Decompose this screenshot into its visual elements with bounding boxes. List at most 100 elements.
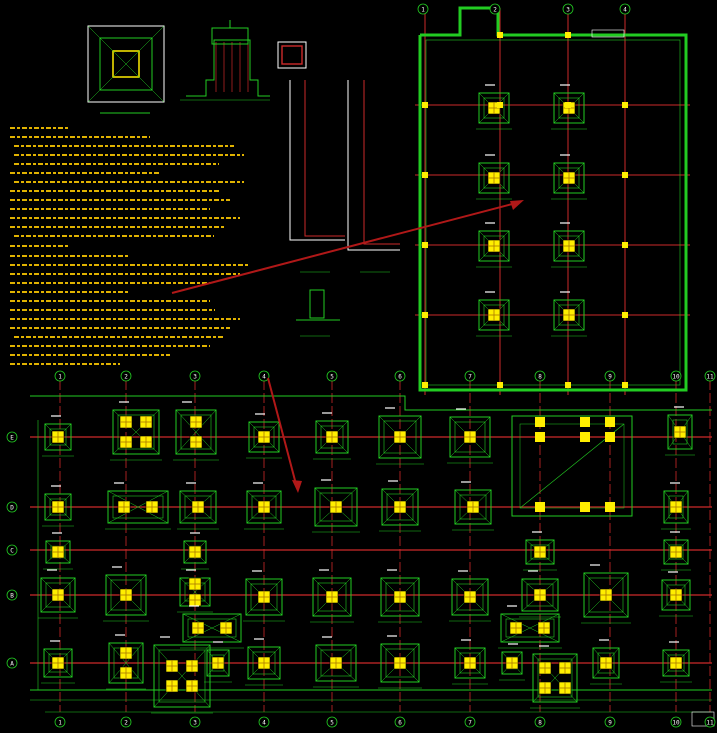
axis-bubble-circle <box>54 370 66 382</box>
axis-bubble-4: 4 <box>258 370 270 382</box>
footing-A11 <box>660 641 692 683</box>
axis-bubble-circle <box>464 370 476 382</box>
footing-outline <box>105 574 147 616</box>
upper-axis-bubble: 2 <box>489 3 501 15</box>
axis-bubble-circle <box>6 589 18 601</box>
footing-E1 <box>42 415 74 457</box>
axis-bubble-5: 5 <box>326 370 338 382</box>
footing-step <box>253 426 275 448</box>
footing-outline <box>501 651 523 675</box>
upper-footing <box>551 154 587 200</box>
footing-E4 <box>246 413 282 459</box>
column-section <box>277 41 307 69</box>
column-pad <box>535 432 545 442</box>
axis-bubble-1: 1 <box>54 370 66 382</box>
footing-step <box>251 495 277 519</box>
footing-E5 <box>313 412 351 460</box>
column-pad <box>580 432 590 442</box>
footing-step <box>483 97 505 119</box>
footing-step <box>558 304 580 326</box>
footing-D5 <box>312 479 360 533</box>
axis-bubble-8: 8 <box>534 370 546 382</box>
footing-step <box>668 544 684 560</box>
axis-bubble-label: 2 <box>124 374 128 381</box>
axis-bubble-circle <box>670 370 682 382</box>
footing-A7 <box>452 639 488 685</box>
upper-wall-column <box>422 242 428 248</box>
axis-bubble-6: 6 <box>394 370 406 382</box>
axis-bubble-7: 7 <box>464 370 476 382</box>
upper-footing <box>476 222 512 268</box>
axis-bubble-label: 7 <box>468 720 472 727</box>
footing-outline <box>40 577 76 613</box>
footing-D2 <box>105 482 171 530</box>
footing-step <box>319 492 353 522</box>
upper-wall-column <box>422 172 428 178</box>
footing-D7 <box>452 481 494 531</box>
footing-step <box>505 618 555 638</box>
upper-wall-column <box>622 172 628 178</box>
footing-outline <box>451 578 489 616</box>
upper-wall-column <box>565 102 571 108</box>
footing-step <box>459 494 487 520</box>
footing-outline <box>381 488 419 526</box>
footing-outline <box>663 539 689 565</box>
axis-bubble-circle <box>704 716 716 728</box>
footing-outline <box>314 487 358 527</box>
axis-bubble-label: 9 <box>608 720 612 727</box>
axis-bubble-10: 10 <box>670 370 682 382</box>
axis-bubble-label: 9 <box>608 374 612 381</box>
column-pad <box>535 502 545 512</box>
axis-bubble-3: 3 <box>189 716 201 728</box>
footing-step <box>454 421 486 453</box>
upper-wall-column <box>622 102 628 108</box>
wall-section-1 <box>289 80 345 241</box>
raft-outline <box>511 415 633 517</box>
axis-bubble-circle <box>6 431 18 443</box>
footing-D3 <box>177 482 219 530</box>
axis-bubble-circle <box>534 370 546 382</box>
leader-arrow-upper <box>171 201 521 294</box>
footing-outline <box>45 540 71 564</box>
axis-bubble-label: 1 <box>421 7 425 14</box>
footing-step <box>317 582 347 612</box>
raft-foundation <box>511 415 633 517</box>
footing-outline <box>478 299 510 331</box>
footing-B6 <box>378 569 422 623</box>
axis-bubble-circle <box>6 657 18 669</box>
footing-step <box>320 649 352 677</box>
footing-E7 <box>447 408 493 464</box>
footing-outline <box>661 579 691 611</box>
footing-step <box>385 648 415 678</box>
axis-bubble-label: 3 <box>193 720 197 727</box>
footing-diagonal <box>182 613 242 643</box>
leader-arrow-lower <box>267 377 298 489</box>
footing-step <box>117 414 155 450</box>
footing-plan-column <box>112 50 140 78</box>
footing-step <box>530 544 550 560</box>
pier-detail <box>309 289 325 319</box>
footing-step <box>558 167 580 189</box>
footing-outline <box>380 577 420 617</box>
footing-step <box>558 97 580 119</box>
axis-bubble-circle <box>189 370 201 382</box>
axis-bubble-9: 9 <box>604 716 616 728</box>
axis-bubble-10: 10 <box>670 716 682 728</box>
footing-step <box>668 495 684 519</box>
footing-outline <box>206 649 230 677</box>
axis-bubble-1: 1 <box>54 716 66 728</box>
footing-C11 <box>661 531 691 571</box>
footing-step <box>110 579 142 611</box>
footing-diagonal <box>175 409 217 455</box>
column-pad <box>580 502 590 512</box>
footing-E6 <box>376 407 424 465</box>
upper-foundation-plan <box>415 6 690 395</box>
footing-step <box>588 577 624 613</box>
upper-wall-column <box>497 382 503 388</box>
footing-A7b <box>499 643 525 681</box>
axis-bubble-label: 8 <box>538 374 542 381</box>
footing-step <box>526 583 554 607</box>
axis-bubble-circle <box>326 716 338 728</box>
axis-bubble-circle <box>604 716 616 728</box>
